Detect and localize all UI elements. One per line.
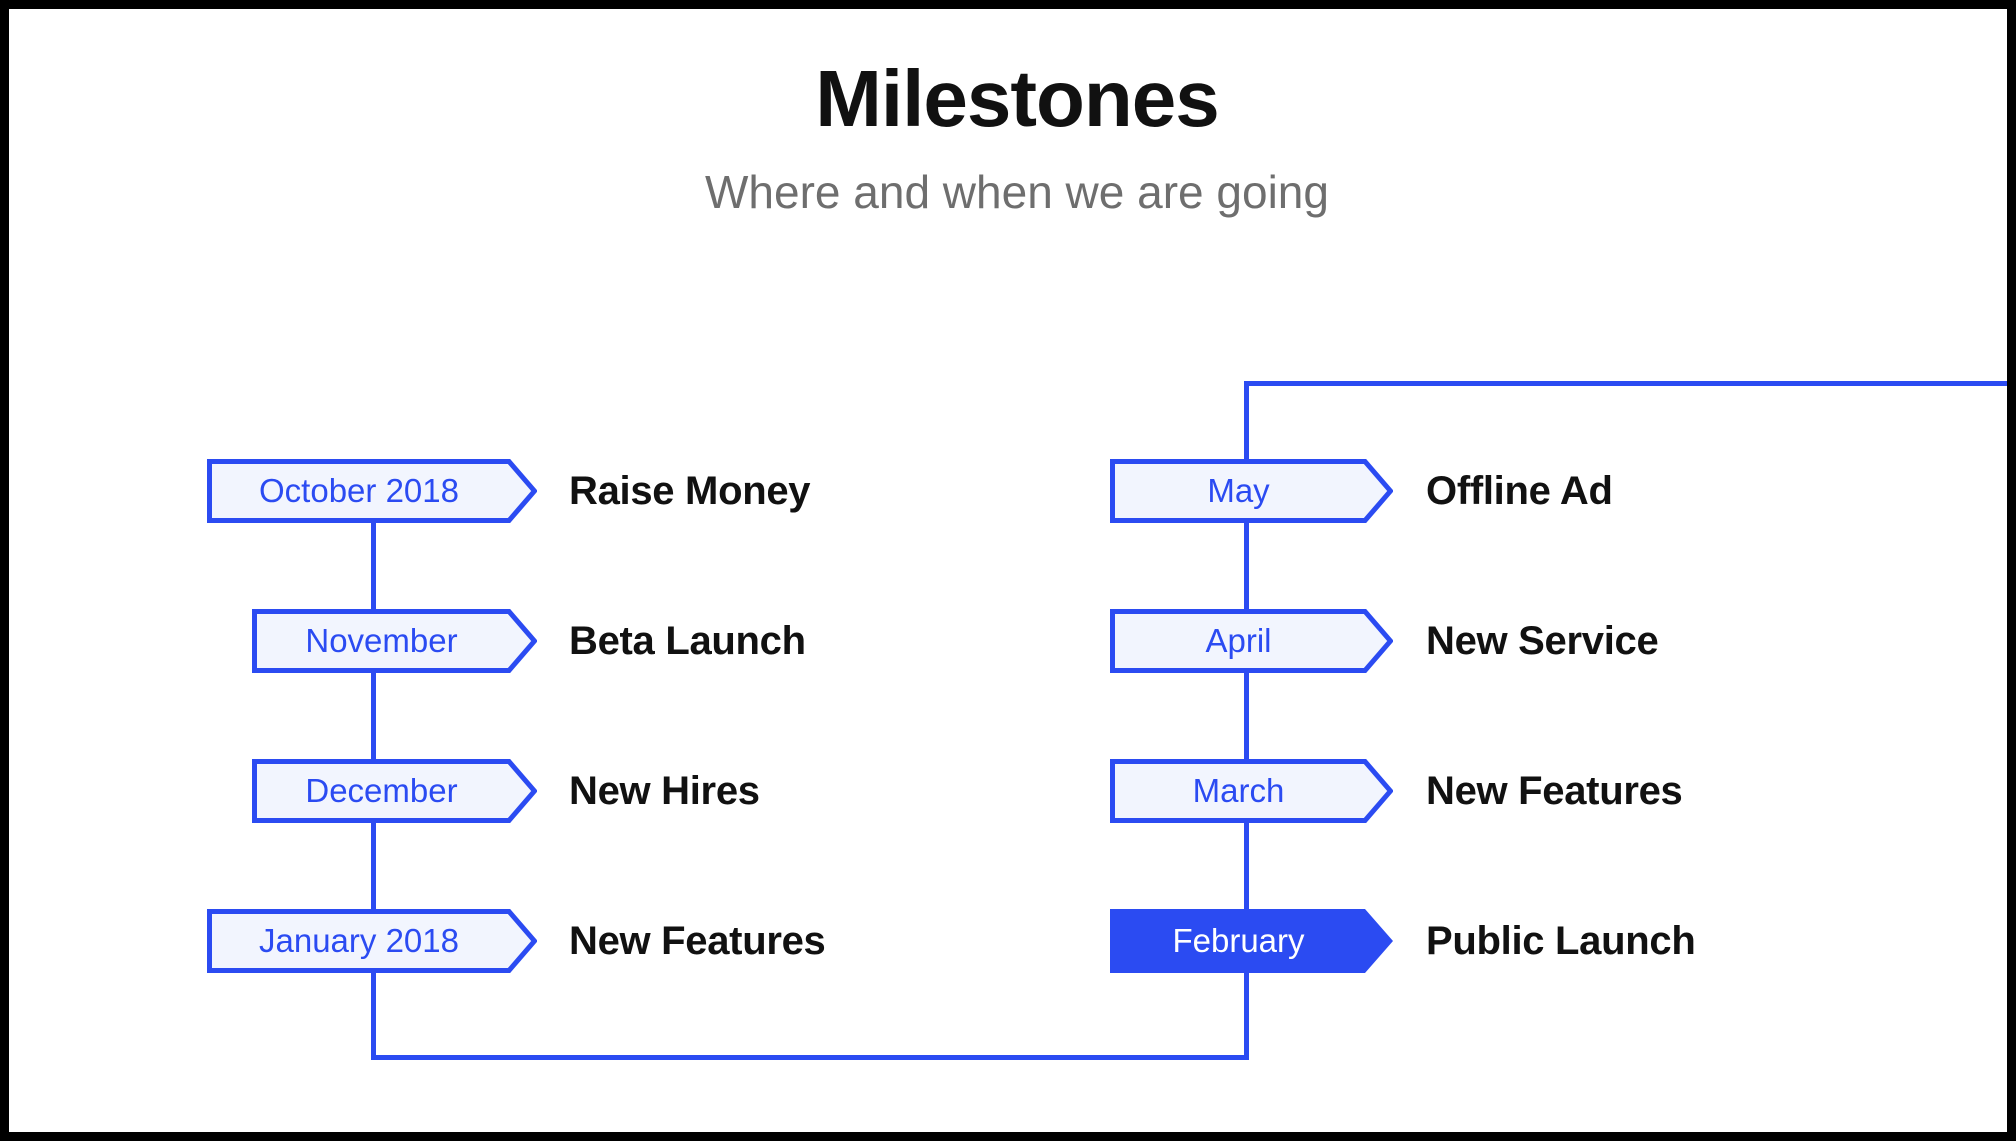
chevron-shape-icon: [207, 459, 537, 523]
right-spine-connector: [1244, 381, 1249, 1059]
milestone-period: May: [1207, 472, 1270, 509]
milestone-event: Offline Ad: [1426, 468, 1613, 513]
milestone-chevron[interactable]: November: [252, 609, 537, 673]
milestone-chevron[interactable]: May: [1110, 459, 1393, 523]
milestone-chevron-active[interactable]: February: [1110, 909, 1393, 973]
milestone-event: Public Launch: [1426, 918, 1696, 963]
milestone-chevron[interactable]: March: [1110, 759, 1393, 823]
bottom-connector: [371, 1055, 1249, 1060]
milestone-event: Beta Launch: [569, 618, 806, 663]
milestone-period: February: [1172, 922, 1305, 959]
milestone-event: Raise Money: [569, 468, 811, 513]
chevron-shape-icon: [252, 759, 537, 823]
milestone-period: March: [1192, 772, 1285, 809]
chevron-shape-icon: [1110, 609, 1393, 673]
chevron-shape-icon: [252, 609, 537, 673]
milestone-chevron[interactable]: December: [252, 759, 537, 823]
page-subtitle: Where and when we are going: [705, 166, 1329, 218]
milestone-period: January 2018: [259, 922, 459, 959]
top-right-connector: [1244, 381, 2007, 386]
milestone-period: November: [305, 622, 458, 659]
milestone-chevron[interactable]: January 2018: [207, 909, 537, 973]
milestone-period: October 2018: [259, 472, 459, 509]
chevron-shape-icon: [1110, 909, 1393, 973]
slide-header: Milestones Where and when we are going: [9, 9, 2007, 218]
milestone-period: December: [305, 772, 458, 809]
milestone-chevron[interactable]: April: [1110, 609, 1393, 673]
milestone-event: New Service: [1426, 618, 1659, 663]
chevron-shape-icon: [207, 909, 537, 973]
milestone-event: New Hires: [569, 768, 760, 813]
chevron-shape-icon: [1110, 759, 1393, 823]
milestone-chevron[interactable]: October 2018: [207, 459, 537, 523]
milestone-event: New Features: [1426, 768, 1683, 813]
page-title: Milestones: [815, 54, 1219, 143]
milestone-event: New Features: [569, 918, 826, 963]
milestone-period: April: [1205, 622, 1272, 659]
chevron-shape-icon: [1110, 459, 1393, 523]
